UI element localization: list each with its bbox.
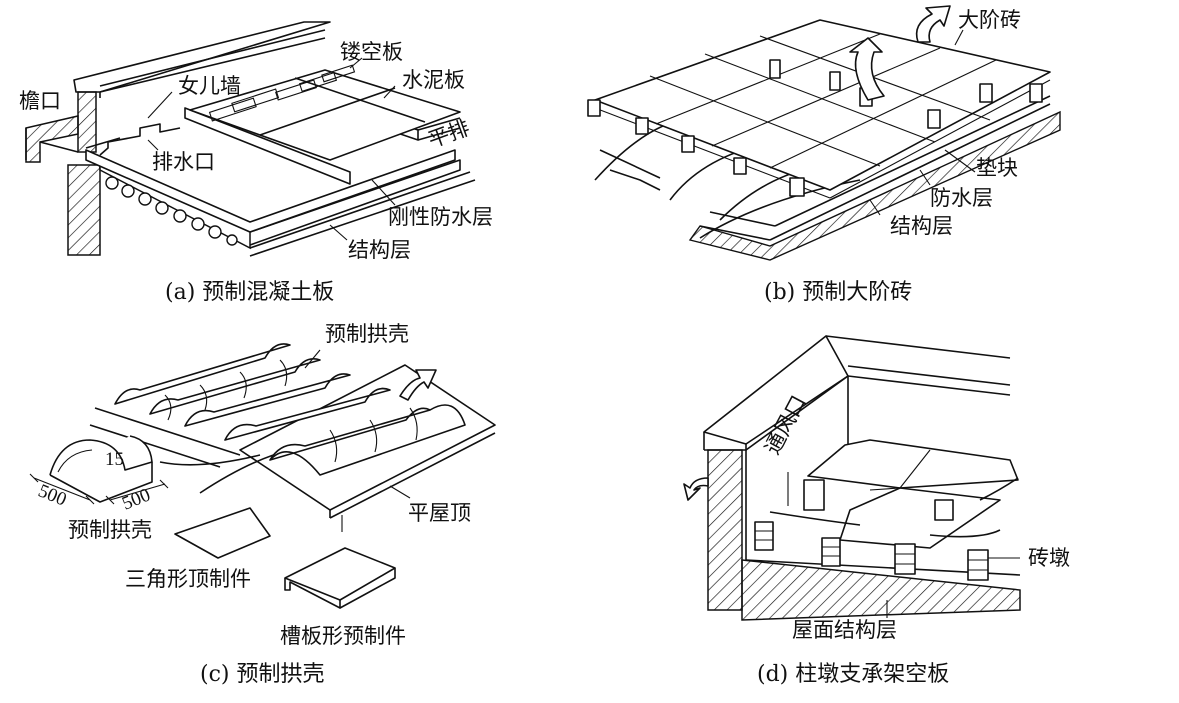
label-waterproof-b: 防水层	[930, 186, 993, 210]
arch-shell-piece	[49, 435, 153, 476]
label-rigid-waterproof: 刚性防水层	[388, 205, 493, 229]
label-eave: 檐口	[19, 89, 61, 113]
airflow-arrow-4	[683, 477, 709, 501]
lower-wall	[67, 164, 101, 256]
label-parapet: 女儿墙	[178, 74, 241, 98]
panel-b-drawing	[587, 5, 1061, 261]
label-triangle-cap: 三角形顶制件	[125, 567, 251, 591]
caption-d: (d) 柱墩支承架空板	[757, 662, 950, 687]
raised-slab-back	[807, 439, 1019, 489]
label-roof-structure: 屋面结构层	[792, 618, 897, 642]
label-cement-slab: 水泥板	[402, 68, 465, 92]
label-drain-outlet: 排水口	[152, 150, 215, 174]
caption-c: (c) 预制拱壳	[200, 662, 325, 687]
label-hollow-slab: 镂空板	[340, 40, 403, 64]
panel-d-drawing	[683, 335, 1021, 621]
airflow-arrow-3	[399, 369, 437, 401]
airflow-arrow-2	[915, 5, 951, 43]
label-large-tile: 大阶砖	[958, 8, 1021, 32]
parapet-wall	[77, 91, 97, 153]
label-dim-thickness: 15	[105, 449, 124, 470]
arch-joints	[164, 359, 418, 463]
caption-a: (a) 预制混凝土板	[165, 280, 335, 305]
panel-c-drawing	[29, 343, 496, 609]
brick-piers	[754, 479, 989, 581]
flat-roof-slab	[239, 364, 496, 511]
label-brick-pier: 砖墩	[1028, 546, 1070, 570]
label-channel-piece: 槽板形预制件	[280, 624, 406, 648]
parapet-wall-d	[707, 449, 743, 611]
hollow-cores	[105, 176, 238, 246]
arch-shells	[114, 343, 431, 461]
raised-slab-front	[839, 487, 1001, 549]
label-arch-shell-top: 预制拱壳	[325, 322, 409, 346]
panel-a-drawing	[25, 21, 476, 257]
hollow-slab-openings	[208, 64, 356, 122]
cement-slab	[189, 69, 461, 161]
roof-structure-slab	[741, 559, 1021, 621]
triangle-cap-piece	[174, 507, 271, 559]
eave-gutter	[25, 115, 79, 163]
label-pad-block: 垫块	[976, 156, 1018, 180]
channel-piece	[284, 547, 396, 601]
caption-b: (b) 预制大阶砖	[764, 280, 913, 305]
large-tile-grid	[594, 19, 1051, 191]
label-flat-roof: 平屋顶	[408, 501, 471, 525]
label-structure-a: 结构层	[348, 238, 411, 262]
label-arch-shell-piece: 预制拱壳	[68, 518, 152, 542]
airflow-arrow-1	[849, 37, 885, 101]
label-structure-b: 结构层	[890, 214, 953, 238]
